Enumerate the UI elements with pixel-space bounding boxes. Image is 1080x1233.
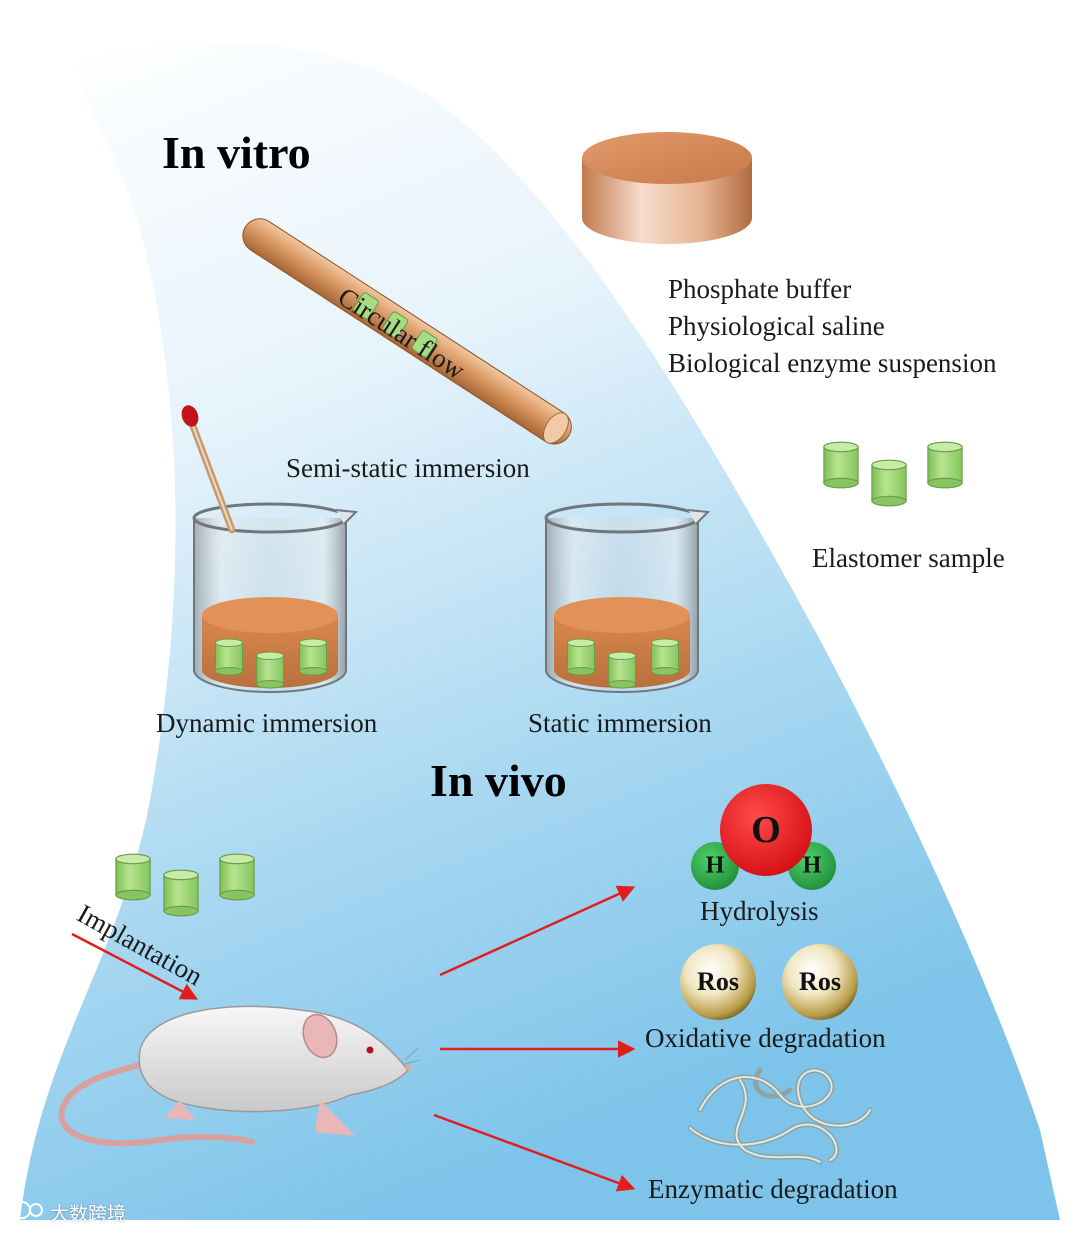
ros-label: Ros	[697, 967, 739, 996]
phosphate-buffer-label: Phosphate buffer	[668, 274, 852, 304]
enzymatic-arrow	[433, 1113, 636, 1192]
hydrolysis-arrow	[439, 885, 636, 977]
elastomer-sample-label: Elastomer sample	[812, 543, 1005, 573]
enzymatic-degradation-label: Enzymatic degradation	[648, 1174, 898, 1204]
enzyme-suspension-label: Biological enzyme suspension	[668, 348, 997, 378]
hydrogen-atom-label: H	[705, 852, 725, 879]
tube-sample	[411, 330, 438, 358]
background-region	[20, 43, 1060, 1220]
watermark-text: 大数跨境	[50, 1203, 127, 1225]
medium-disk	[582, 132, 752, 244]
hydrogen-atom-label: H	[802, 852, 822, 879]
tube-sample	[352, 292, 379, 320]
oxygen-atom-label: O	[751, 809, 781, 851]
implantation-arrow	[71, 932, 199, 1000]
dynamic-immersion-label: Dynamic immersion	[156, 708, 378, 738]
water-molecule	[691, 784, 836, 890]
ros-label: Ros	[799, 967, 841, 996]
ros-sphere	[680, 944, 756, 1020]
rat-illustration	[58, 1005, 421, 1147]
ros-sphere	[782, 944, 858, 1020]
stirring-rod	[181, 405, 236, 534]
elastomer-samples	[823, 441, 963, 507]
beaker-static	[544, 502, 711, 693]
semi-static-label: Semi-static immersion	[286, 453, 530, 483]
physiological-saline-label: Physiological saline	[668, 311, 885, 341]
oxidative-degradation-label: Oxidative degradation	[645, 1023, 886, 1053]
hydrolysis-label: Hydrolysis	[700, 896, 819, 926]
static-immersion-label: Static immersion	[528, 708, 712, 738]
wechat-logo-icon	[13, 1201, 43, 1219]
circular-flow-tube	[242, 218, 572, 445]
title-in-vitro: In vitro	[162, 127, 311, 178]
title-in-vivo: In vivo	[430, 755, 567, 806]
beaker-dynamic	[181, 405, 359, 693]
tube-sample	[382, 311, 409, 339]
enzyme-protein-highlight	[689, 1069, 871, 1163]
